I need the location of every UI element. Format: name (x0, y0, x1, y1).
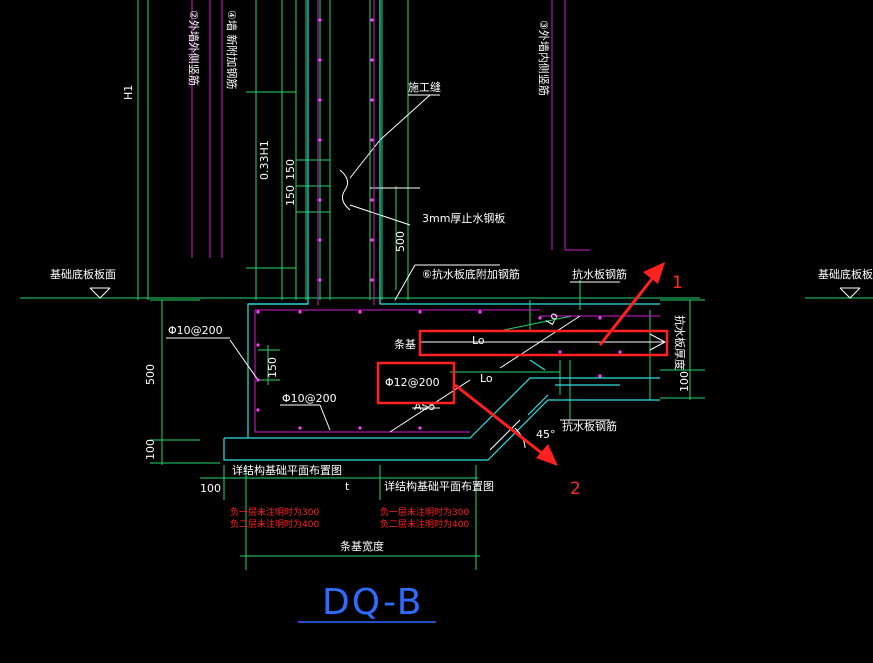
rebar-phi10-b: Φ10@200 (282, 392, 337, 405)
dim-100-left: 100 (144, 439, 157, 460)
construction-joint: 施工缝 (408, 80, 441, 94)
note-right-2: 负二层未注明时为400 (380, 518, 469, 530)
strip-base-label: 条基 (394, 337, 416, 351)
rebar-lines (191, 0, 660, 433)
dim-100-bottom: 100 (200, 482, 221, 495)
dim-033h1: 0.33H1 (258, 140, 271, 180)
floor-label-left: 基础底板板面 (50, 267, 116, 281)
dim-500-vertical: 500 (394, 231, 407, 252)
highlight-box-lo (418, 329, 669, 357)
steel-plate: 3mm厚止水钢板 (422, 211, 505, 225)
plan-ref-right: 详结构基础平面布置图 (384, 479, 494, 493)
annotation-2: 2 (570, 479, 581, 499)
dim-t: t (345, 480, 350, 493)
note-left-1: 负一层未注明时为300 (230, 506, 319, 518)
note-right-1: 负一层未注明时为300 (380, 506, 469, 518)
dim-150-a: 150 (284, 159, 297, 180)
dim-500-left: 500 (144, 364, 157, 385)
antiwater-rebar-bottom: 抗水板钢筋 (562, 419, 617, 433)
concrete-outline (223, 0, 660, 461)
lo-diag: Lo (543, 310, 561, 328)
rebar-inner-vertical: ③外墙内侧竖筋 (537, 20, 551, 96)
strip-width: 条基宽度 (340, 539, 384, 553)
plan-ref-left: 详结构基础平面布置图 (232, 463, 342, 477)
rebar-phi10-a: Φ10@200 (168, 324, 223, 337)
antiwater-thickness: 抗水板厚度 (673, 315, 687, 370)
rebar-raft-add: ⑥抗水板底附加钢筋 (422, 267, 520, 281)
annotations: 1 2 (376, 262, 683, 499)
dim-150-b: 150 (284, 185, 297, 206)
rebar-outer-vertical: ②外墙外侧竖筋 (187, 10, 201, 86)
angle-label: 45° (536, 428, 556, 441)
highlight-box-phi12 (376, 361, 456, 405)
annotation-1: 1 (672, 273, 683, 293)
dim-150-inner: 150 (266, 357, 279, 378)
lo-bottom: Lo (480, 372, 493, 385)
note-left-2: 负二层未注明时为400 (230, 518, 319, 530)
lo-top: Lo (472, 334, 485, 347)
labels: H1 0.33H1 150 150 500 ②外墙外侧竖筋 ④墙 新附加钢筋 ③… (50, 10, 873, 623)
rebar-phi12: Φ12@200 (385, 376, 440, 389)
drawing-title: DQ-B (322, 582, 423, 623)
rebar-wall-add: ④墙 新附加钢筋 (225, 10, 239, 89)
antiwater-rebar-top: 抗水板钢筋 (572, 267, 627, 281)
rebar-dots (256, 18, 622, 430)
dim-h1: H1 (122, 85, 135, 100)
dim-100-right: 100 (678, 371, 691, 392)
floor-label-right: 基础底板板面 (818, 267, 873, 281)
